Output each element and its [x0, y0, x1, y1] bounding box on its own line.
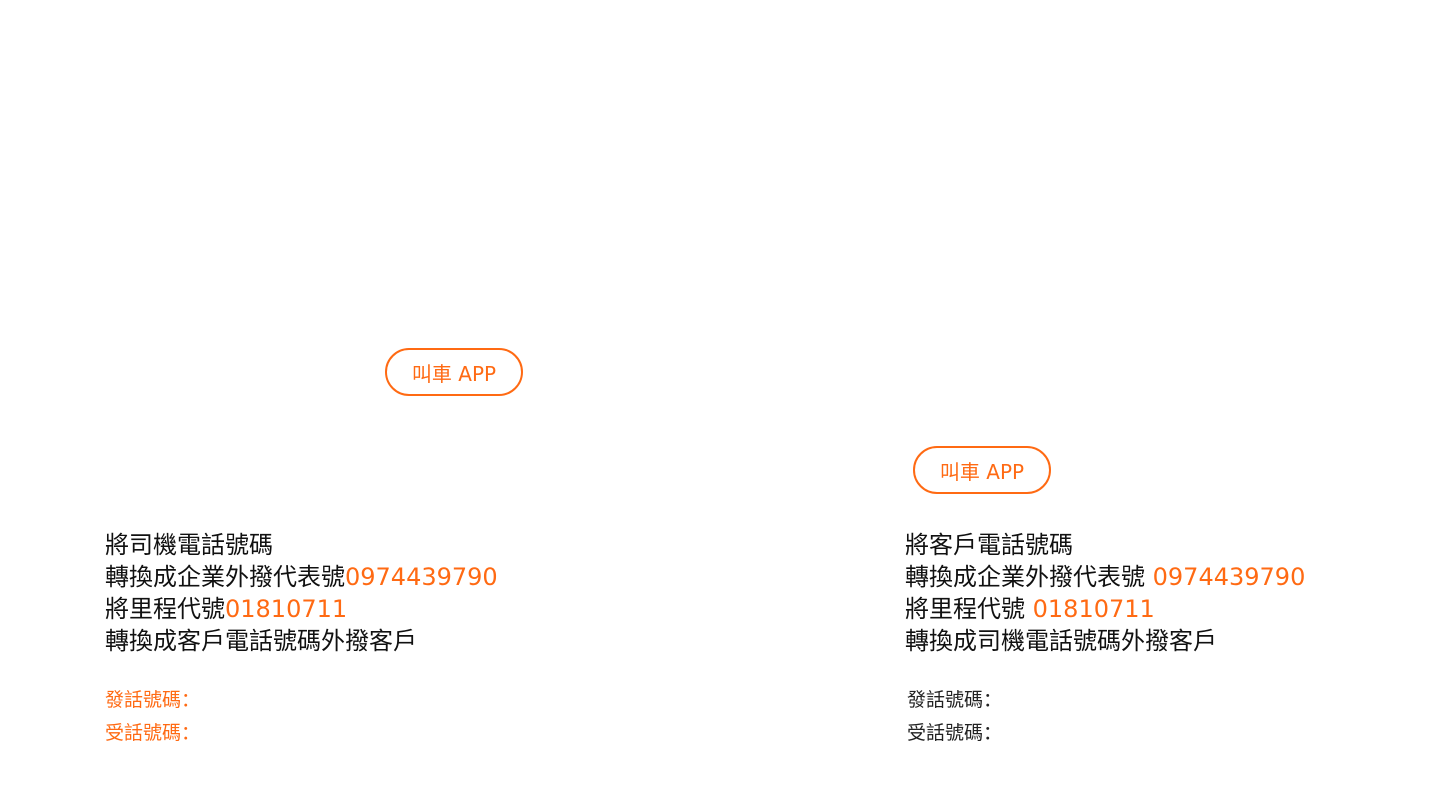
left-number-labels: 發話號碼： 受話號碼：: [105, 684, 200, 750]
line-text: 將里程代號: [105, 595, 225, 623]
mileage-code: 01810711: [1032, 595, 1155, 623]
left-call-app-button[interactable]: 叫車 APP: [385, 348, 523, 396]
mileage-code: 01810711: [225, 595, 348, 623]
right-line-3: 將里程代號 01810711: [905, 593, 1305, 625]
left-line-3: 將里程代號01810711: [105, 593, 498, 625]
enterprise-number: 0974439790: [1152, 563, 1306, 591]
caller-number-label: 發話號碼：: [105, 689, 201, 711]
line-text: 將客戶電話號碼: [905, 531, 1073, 559]
callee-number-label: 受話號碼：: [105, 722, 201, 744]
line-text: 轉換成司機電話號碼外撥客戶: [905, 627, 1217, 655]
right-line-2: 轉換成企業外撥代表號 0974439790: [905, 561, 1305, 593]
left-description: 將司機電話號碼 轉換成企業外撥代表號0974439790 將里程代號018107…: [105, 529, 498, 657]
callee-number-label: 受話號碼：: [907, 722, 1003, 744]
line-text: 轉換成客戶電話號碼外撥客戶: [105, 627, 417, 655]
line-text: 轉換成企業外撥代表號: [905, 563, 1145, 591]
left-line-4: 轉換成客戶電話號碼外撥客戶: [105, 625, 498, 657]
right-number-labels: 發話號碼： 受話號碼：: [907, 684, 1002, 750]
right-call-app-button[interactable]: 叫車 APP: [913, 446, 1051, 494]
line-text: 將里程代號: [905, 595, 1025, 623]
left-line-2: 轉換成企業外撥代表號0974439790: [105, 561, 498, 593]
enterprise-number: 0974439790: [345, 563, 498, 591]
line-text: 轉換成企業外撥代表號: [105, 563, 345, 591]
left-line-1: 將司機電話號碼: [105, 529, 498, 561]
right-description: 將客戶電話號碼 轉換成企業外撥代表號 0974439790 將里程代號 0181…: [905, 529, 1305, 657]
caller-number-label: 發話號碼：: [907, 689, 1003, 711]
right-line-4: 轉換成司機電話號碼外撥客戶: [905, 625, 1305, 657]
line-text: 將司機電話號碼: [105, 531, 273, 559]
right-line-1: 將客戶電話號碼: [905, 529, 1305, 561]
